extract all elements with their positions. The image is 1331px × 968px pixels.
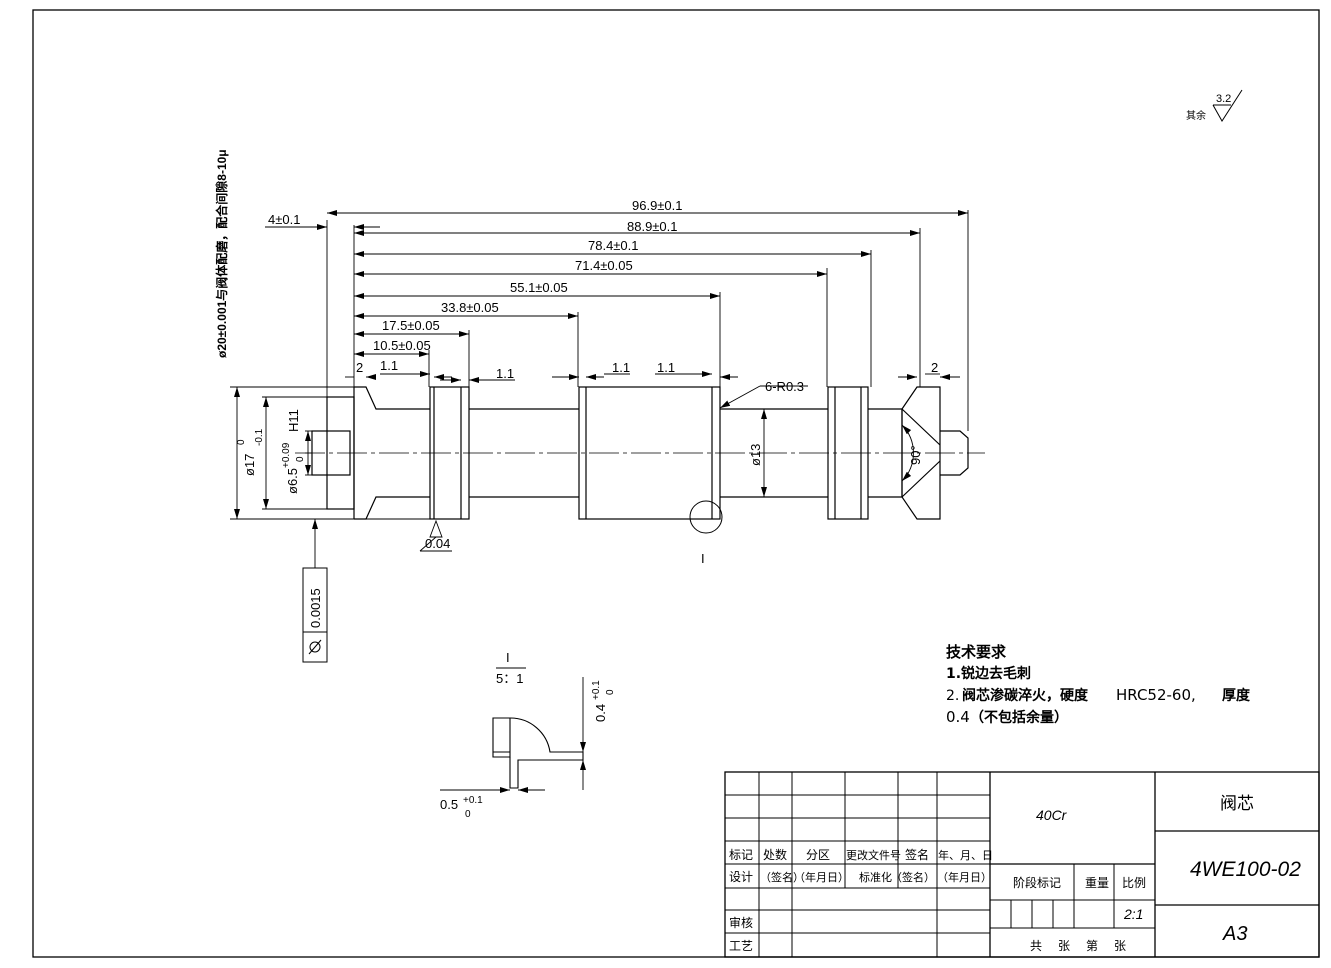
tb-zone: 分区 (806, 848, 830, 862)
dimension-lines (230, 210, 969, 568)
dim-dia-17-lo: -0.1 (254, 428, 265, 446)
tb-sheet-size: A3 (1222, 923, 1247, 945)
detail-v-lo: 0 (605, 689, 616, 695)
tb-sign: 签名 (905, 847, 929, 862)
sheet-border (32, 9, 1320, 958)
tech-line3b: （不包括余量） (970, 709, 1068, 726)
tech-line2b: 阀芯渗碳淬火，硬度 (962, 687, 1089, 704)
dim-dia-6-5-up: +0.09 (281, 442, 292, 468)
tech-line2c: HRC52-60, (1116, 686, 1196, 704)
dim-78-4: 78.4±0.1 (588, 238, 639, 253)
tb-standard: 标准化 (859, 870, 892, 884)
tech-line2a: 2. (946, 688, 959, 704)
tb-sheets: 共 张 第 张 (1030, 939, 1128, 953)
dim-gap-1-1c: 1.1 (612, 360, 630, 375)
dim-88-9: 88.9±0.1 (627, 219, 678, 234)
runout-value: 0.04 (425, 536, 450, 551)
detail-v-val: 0.4 (593, 704, 608, 722)
dim-dia-17-up: 0 (236, 439, 247, 445)
dimension-texts: 96.9±0.1 88.9±0.1 78.4±0.1 71.4±0.05 55.… (214, 149, 938, 551)
dim-gap-1-1b: 1.1 (496, 366, 514, 381)
detail-h-val: 0.5 (440, 797, 458, 812)
dim-radius: 6-R0.3 (765, 379, 804, 394)
dim-gap-2b: 2 (931, 360, 938, 375)
tb-stage: 阶段标记 (1013, 875, 1061, 890)
tb-ratio: 比例 (1122, 876, 1146, 890)
tb-weight: 重量 (1085, 876, 1109, 890)
technical-requirements: 技术要求 1.锐边去毛刺 2. 阀芯渗碳淬火，硬度 HRC52-60, 厚度 0… (946, 643, 1251, 726)
tb-design: 设计 (729, 870, 753, 884)
tb-mark: 标记 (729, 848, 753, 862)
dim-71-4: 71.4±0.05 (575, 258, 633, 273)
detail-scale: 5：1 (496, 671, 523, 686)
detail-h-up: +0.1 (463, 795, 483, 806)
title-block (724, 771, 1320, 958)
tb-sign1: （签名） (760, 870, 804, 884)
tb-scale: 2:1 (1123, 906, 1143, 922)
tb-sign2: （签名） (891, 870, 935, 884)
tech-line2d: 厚度 (1222, 687, 1251, 704)
tb-date2: （年月日） (937, 870, 992, 884)
detail-label: I (506, 650, 510, 665)
tb-drawing-no: 4WE100-02 (1190, 858, 1301, 881)
detail-ref-label: I (701, 551, 705, 566)
tb-docno: 更改文件号 (846, 848, 901, 862)
tb-date: 年、月、日 (938, 848, 993, 862)
roughness-label: 其余 (1186, 109, 1206, 122)
detail-view: I 5：1 0.4 +0.1 0 0.5 +0.1 0 (440, 650, 616, 820)
dim-angle: 90° (908, 445, 923, 465)
dim-55-1: 55.1±0.05 (510, 280, 568, 295)
tb-review: 审核 (729, 915, 753, 930)
tech-line3a: 0.4 (946, 708, 970, 726)
dim-10-5: 10.5±0.05 (373, 338, 431, 353)
roughness-symbol: 其余 3.2 (1186, 89, 1243, 122)
dim-gap-1-1d: 1.1 (657, 360, 675, 375)
detail-v-up: +0.1 (591, 680, 602, 700)
cyl-tol-value: 0.0015 (308, 588, 323, 628)
dim-33-8: 33.8±0.05 (441, 300, 499, 315)
tech-title: 技术要求 (946, 643, 1007, 661)
dim-17-5: 17.5±0.05 (382, 318, 440, 333)
dim-96-9: 96.9±0.1 (632, 198, 683, 213)
tb-count: 处数 (763, 847, 787, 862)
dim-dia-6-5-fit: H11 (286, 409, 301, 432)
detail-h-lo: 0 (465, 809, 471, 820)
dim-dia-6-5: ø6.5 (285, 468, 300, 494)
dim-gap-2a: 2 (356, 360, 363, 375)
tech-line1: 1.锐边去毛刺 (946, 665, 1031, 682)
tb-process: 工艺 (729, 939, 753, 953)
tb-part-name: 阀芯 (1220, 794, 1254, 814)
dim-dia-13: ø13 (748, 444, 763, 466)
tb-material: 40Cr (1036, 807, 1068, 823)
dim-gap-1-1a: 1.1 (380, 358, 398, 373)
dim-dia-17: ø17 (242, 454, 257, 476)
dim-4: 4±0.1 (268, 212, 300, 227)
side-note: ø20±0.001与阀体配磨，配合间隙8-10μ (214, 149, 229, 358)
tb-date1: （年月日） (794, 870, 849, 884)
part-outline (295, 386, 985, 520)
dim-dia-6-5-lo: 0 (295, 456, 306, 462)
roughness-value: 3.2 (1216, 93, 1231, 105)
title-block-text: 标记 处数 分区 更改文件号 签名 年、月、日 设计 （签名） （年月日） 标准… (729, 794, 1301, 953)
cylindricity-frame: 0.0015 (302, 567, 328, 663)
detail-circle (689, 500, 723, 534)
